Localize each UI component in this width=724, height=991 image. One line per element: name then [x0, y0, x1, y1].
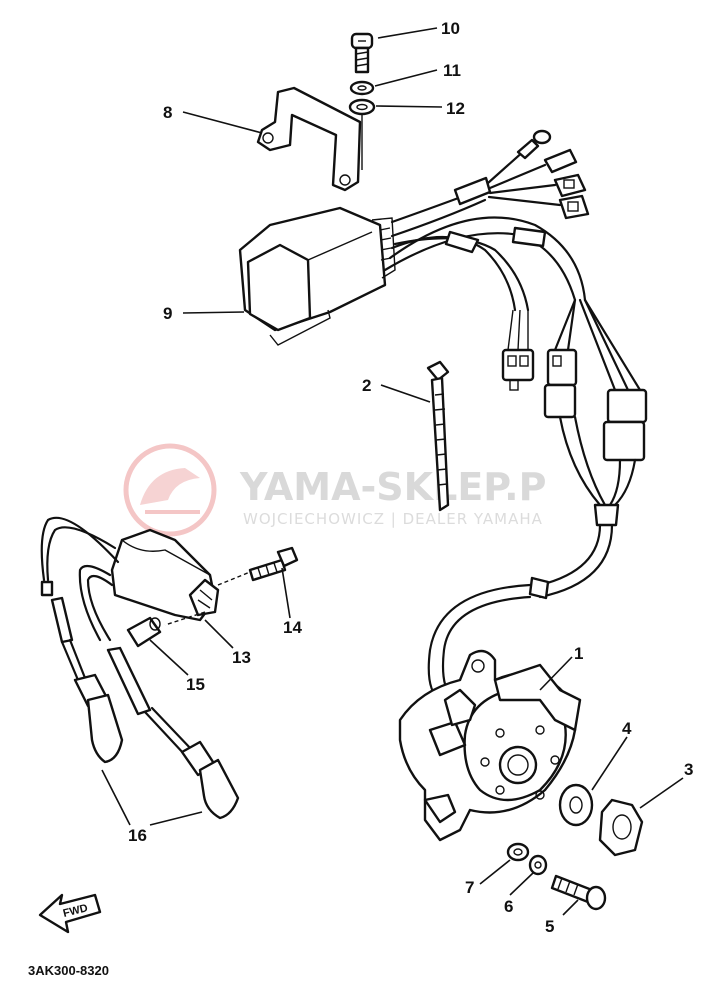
coupler-left-icon: [501, 309, 535, 391]
leader-lines: [101, 27, 684, 916]
callout-4: 4: [622, 719, 632, 738]
coupler-connector-icon: [558, 194, 590, 220]
fwd-arrow-icon: FWD: [38, 893, 102, 934]
nut-3-icon: [598, 798, 644, 857]
callout-13: 13: [232, 648, 251, 667]
wire-harness: [383, 129, 648, 702]
stator-1-icon: [398, 649, 582, 842]
callout-3: 3: [684, 760, 693, 779]
coupler-right-icon: [602, 388, 648, 462]
bolt-14-icon: [248, 546, 299, 582]
callout-15: 15: [186, 675, 205, 694]
callout-9: 9: [163, 304, 172, 323]
coupler-middle-icon: [543, 348, 578, 419]
callout-5: 5: [545, 917, 554, 936]
spring-washer-6-icon: [528, 854, 548, 876]
callout-6: 6: [504, 897, 513, 916]
washer-4-icon: [558, 783, 594, 827]
cdi-unit-9-icon: [238, 206, 396, 346]
spring-washer-11-icon: [349, 80, 375, 96]
watermark-subtitle: WOJCIECHOWICZ | DEALER YAMAHA: [243, 510, 543, 528]
callout-12: 12: [446, 99, 465, 118]
diagram-code: 3AK300-8320: [28, 963, 109, 978]
screw-5-icon: [550, 874, 607, 911]
callout-labels: 10 11 12 8 9 2 1 4 3 5 6 7 13 14 15 16: [128, 19, 693, 936]
callout-8: 8: [163, 103, 172, 122]
watermark-logo-icon: [123, 443, 217, 537]
watermark: YAMA-SKLEP.P WOJCIECHOWICZ | DEALER YAMA…: [123, 443, 546, 537]
callout-16: 16: [128, 826, 147, 845]
washer-7-icon: [506, 842, 530, 862]
bullet-connector-icon: [543, 148, 578, 174]
bracket-8-icon: [256, 86, 362, 192]
cable-tie-2-icon: [426, 360, 450, 512]
fwd-label: FWD: [62, 902, 89, 920]
callout-11: 11: [443, 61, 461, 80]
callout-2: 2: [362, 376, 371, 395]
watermark-title: YAMA-SKLEP.P: [239, 465, 546, 509]
callout-10: 10: [441, 19, 460, 38]
spark-plug-lead-16-icon: [40, 516, 240, 820]
ignition-coil-13-icon: [110, 528, 251, 626]
collar-15-icon: [126, 616, 162, 648]
spade-connector-icon: [553, 173, 587, 198]
callout-1: 1: [574, 644, 583, 663]
ring-terminal-icon: [516, 129, 552, 160]
washer-12-icon: [348, 98, 376, 116]
callout-7: 7: [465, 878, 474, 897]
callout-14: 14: [283, 618, 302, 637]
bolt-10-icon: [350, 32, 374, 74]
